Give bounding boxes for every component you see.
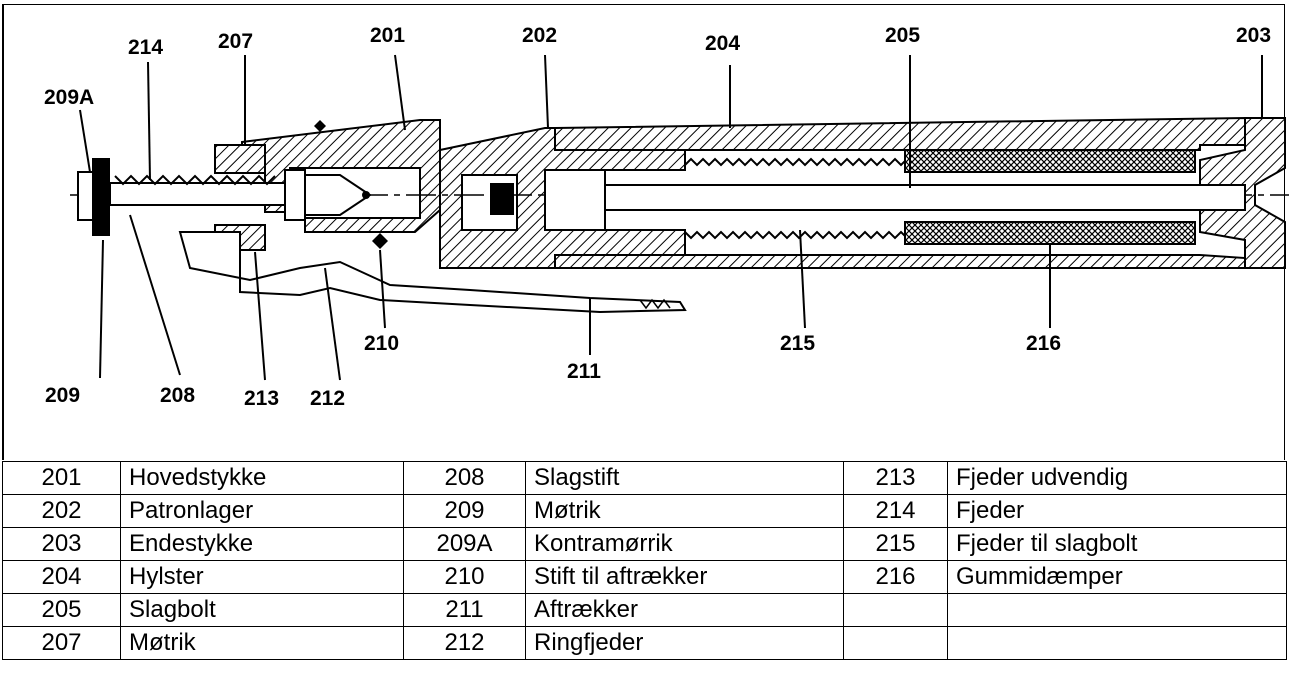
callout-204: 204: [705, 32, 740, 55]
part-number-cell: 209A: [403, 527, 526, 561]
part-name-cell: Møtrik: [525, 494, 844, 528]
trigger-pin-part: [314, 120, 388, 249]
part-number-cell: 211: [403, 593, 526, 627]
part-name-cell: Gummidæmper: [947, 560, 1287, 594]
leader-lines: [79, 54, 1263, 381]
part-number-cell: 216: [843, 560, 948, 594]
bolt-spring-part: [684, 157, 914, 240]
callout-212: 212: [310, 387, 345, 410]
part-number-cell: 214: [843, 494, 948, 528]
part-number-cell: 212: [403, 626, 526, 660]
part-name-cell: [947, 593, 1287, 627]
part-name-cell: Endestykke: [120, 527, 404, 561]
part-name-cell: Hovedstykke: [120, 461, 404, 495]
callout-210: 210: [364, 332, 399, 355]
part-number-cell: [843, 626, 948, 660]
callout-203: 203: [1236, 24, 1271, 47]
part-name-cell: Møtrik: [120, 626, 404, 660]
part-number-cell: 210: [403, 560, 526, 594]
callout-201: 201: [370, 24, 405, 47]
callout-213: 213: [244, 387, 279, 410]
part-name-cell: Fjeder: [947, 494, 1287, 528]
adjuster-nut-part: [77, 158, 110, 236]
part-name-cell: Slagstift: [525, 461, 844, 495]
part-name-cell: Patronlager: [120, 494, 404, 528]
callout-207: 207: [218, 30, 253, 53]
callout-202: 202: [522, 24, 557, 47]
part-number-cell: 213: [843, 461, 948, 495]
callout-211: 211: [567, 360, 601, 383]
part-name-cell: Ringfjeder: [525, 626, 844, 660]
part-name-cell: Stift til aftrækker: [525, 560, 844, 594]
part-name-cell: Hylster: [120, 560, 404, 594]
part-number-cell: 207: [2, 626, 121, 660]
rubber-damper-part: [904, 149, 1196, 245]
part-name-cell: Slagbolt: [120, 593, 404, 627]
callout-214: 214: [128, 36, 163, 59]
firing-pin-part: [70, 169, 1289, 221]
part-number-cell: [843, 593, 948, 627]
bolt-mechanism-diagram: 214 207 201 202 204 205 203 209A 210 215…: [44, 24, 1289, 410]
part-number-cell: 204: [2, 560, 121, 594]
part-name-cell: Aftrækker: [525, 593, 844, 627]
part-number-cell: 208: [403, 461, 526, 495]
striker-bolt-part: [544, 169, 1246, 231]
spring-part: [114, 174, 276, 186]
part-name-cell: Kontramørrik: [525, 527, 844, 561]
part-name-cell: Fjeder udvendig: [947, 461, 1287, 495]
part-number-cell: 209: [403, 494, 526, 528]
callout-205: 205: [885, 24, 920, 47]
callout-215: 215: [780, 332, 815, 355]
part-name-cell: Fjeder til slagbolt: [947, 527, 1287, 561]
callout-209: 209: [45, 384, 80, 407]
part-number-cell: 202: [2, 494, 121, 528]
trigger-part: [178, 231, 687, 314]
part-number-cell: 203: [2, 527, 121, 561]
callout-209A: 209A: [44, 86, 94, 109]
part-name-cell: [947, 626, 1287, 660]
callout-208: 208: [160, 384, 195, 407]
part-number-cell: 215: [843, 527, 948, 561]
callout-216: 216: [1026, 332, 1061, 355]
part-number-cell: 205: [2, 593, 121, 627]
part-number-cell: 201: [2, 461, 121, 495]
sleeve-part: [554, 116, 1246, 269]
